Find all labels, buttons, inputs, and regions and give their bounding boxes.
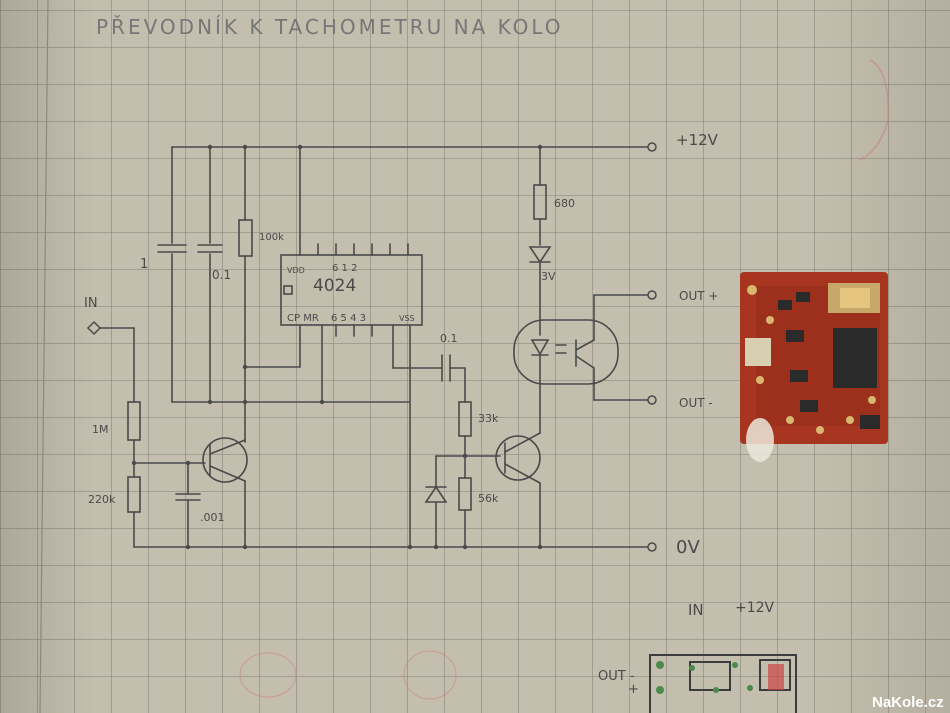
terminal-input	[86, 320, 102, 336]
label-ic-clk: CP MR	[287, 313, 319, 324]
label-c-elyt: 1	[140, 257, 148, 272]
label-c-001: .001	[200, 511, 225, 524]
label-led: 3V	[541, 270, 556, 283]
label-c-01a: 0.1	[212, 268, 231, 282]
label-ic-pins-bottom: 6 5 4 3	[331, 313, 366, 324]
terminal-supply	[647, 142, 657, 152]
label-c-01b: 0.1	[440, 332, 458, 345]
transistor-right	[495, 435, 541, 481]
watermark: NaKole.cz	[872, 694, 944, 711]
label-r-100k: 100k	[259, 232, 284, 243]
label-r-1m: 1M	[92, 423, 109, 436]
faint-red-mark	[403, 650, 457, 700]
label-supply: +12V	[676, 131, 719, 149]
pcb-board	[740, 272, 888, 462]
ic-pin-marker	[283, 285, 293, 295]
label-ic-vdd: VDD	[287, 266, 305, 275]
label-r-220k: 220k	[88, 493, 116, 506]
label-r-56k: 56k	[478, 492, 499, 505]
label-r-33k: 33k	[478, 412, 499, 425]
label-input: IN	[84, 296, 98, 311]
smd-ic	[833, 328, 877, 388]
transistor-left	[202, 437, 248, 483]
label-r-680: 680	[554, 197, 575, 210]
ic-4024	[280, 254, 423, 326]
led-photo	[746, 418, 774, 462]
terminal-out-plus	[647, 290, 657, 300]
terminal-out-minus	[647, 395, 657, 405]
page-edge	[39, 0, 49, 713]
faint-red-mark	[239, 652, 297, 698]
pcb-layout-sketch	[649, 654, 797, 713]
optocoupler	[513, 319, 619, 385]
faint-red-mark	[859, 59, 889, 161]
label-ground: 0V	[676, 537, 700, 558]
label-out-minus: OUT -	[679, 396, 713, 410]
terminal-ground	[647, 542, 657, 552]
label-ic-pins-top: 6 1 2	[332, 263, 357, 274]
label-out-plus: OUT +	[679, 289, 718, 303]
label-ic-vss: VSS	[399, 314, 415, 323]
label-ic-part: 4024	[313, 276, 356, 296]
page-title: PŘEVODNÍK K TACHOMETRU NA KOLO	[96, 15, 564, 39]
label-bottom-12v: +12V	[735, 600, 775, 616]
led-3v	[528, 246, 552, 264]
label-bottom-out-minus: OUT -	[598, 669, 635, 684]
label-bottom-out-plus: +	[628, 682, 639, 697]
label-bottom-in: IN	[688, 601, 704, 619]
